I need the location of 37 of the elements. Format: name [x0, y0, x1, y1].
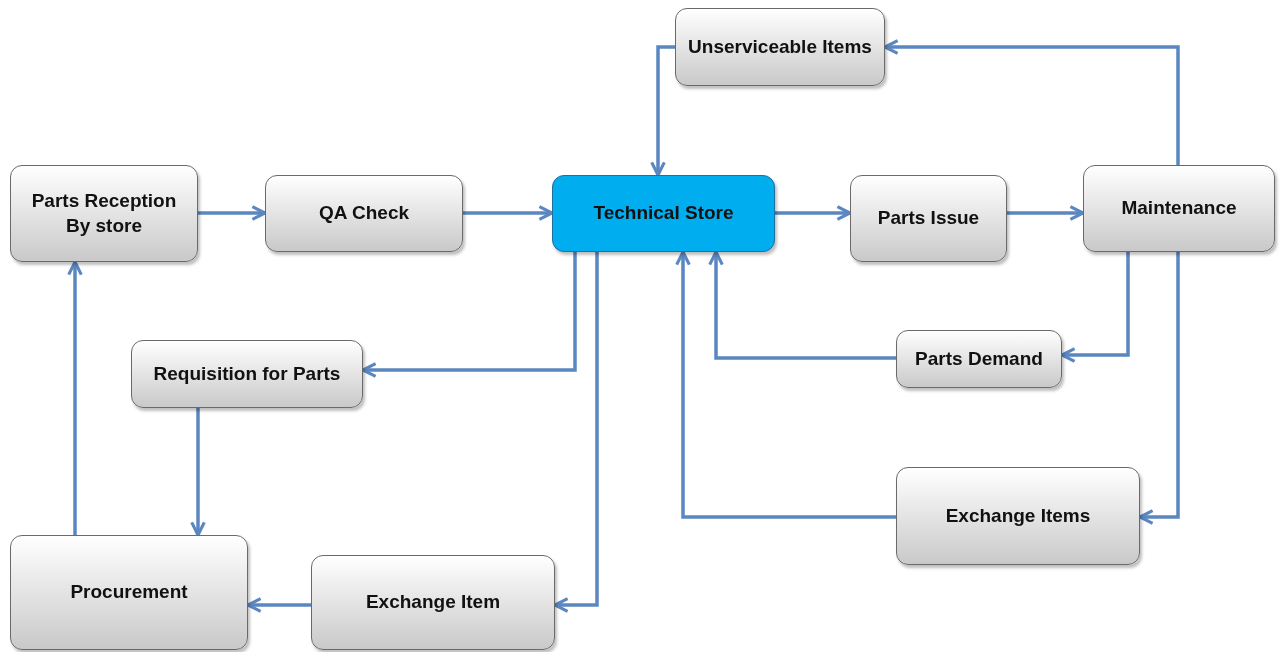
box-label: Maintenance	[1121, 196, 1237, 221]
box-label: Procurement	[70, 580, 188, 605]
arrow	[775, 205, 852, 221]
process-box	[675, 8, 885, 86]
process-box	[311, 555, 555, 650]
arrow	[553, 252, 599, 613]
process-box	[896, 467, 1140, 565]
box-label: Exchange Items	[945, 503, 1091, 528]
box-label: QA Check	[318, 201, 410, 226]
arrow	[1138, 252, 1180, 525]
process-box	[896, 330, 1062, 388]
box-label: Parts Demand	[915, 346, 1043, 371]
arrow	[246, 597, 311, 613]
box-label: Technical Store	[593, 201, 734, 226]
arrow	[650, 45, 675, 177]
box-label: Parts Reception By store	[30, 188, 178, 238]
box-label: Parts Issue	[877, 206, 980, 231]
process-box	[10, 535, 248, 650]
arrow	[883, 39, 1180, 165]
arrow	[190, 408, 206, 537]
box-label: Exchange Item	[365, 590, 501, 615]
arrow	[708, 250, 896, 360]
box-label: Requisition for Parts	[153, 361, 341, 386]
arrow	[198, 205, 267, 221]
arrow	[67, 260, 83, 535]
arrow	[361, 252, 577, 378]
arrow	[1060, 252, 1130, 363]
process-box	[552, 175, 775, 252]
process-box	[850, 175, 1007, 262]
arrow	[463, 205, 554, 221]
arrow	[675, 250, 896, 519]
process-box	[131, 340, 363, 408]
box-label: Unserviceable Items	[688, 34, 872, 59]
process-box	[265, 175, 463, 252]
process-box	[1083, 165, 1275, 252]
arrow	[1007, 205, 1085, 221]
process-box	[10, 165, 198, 262]
